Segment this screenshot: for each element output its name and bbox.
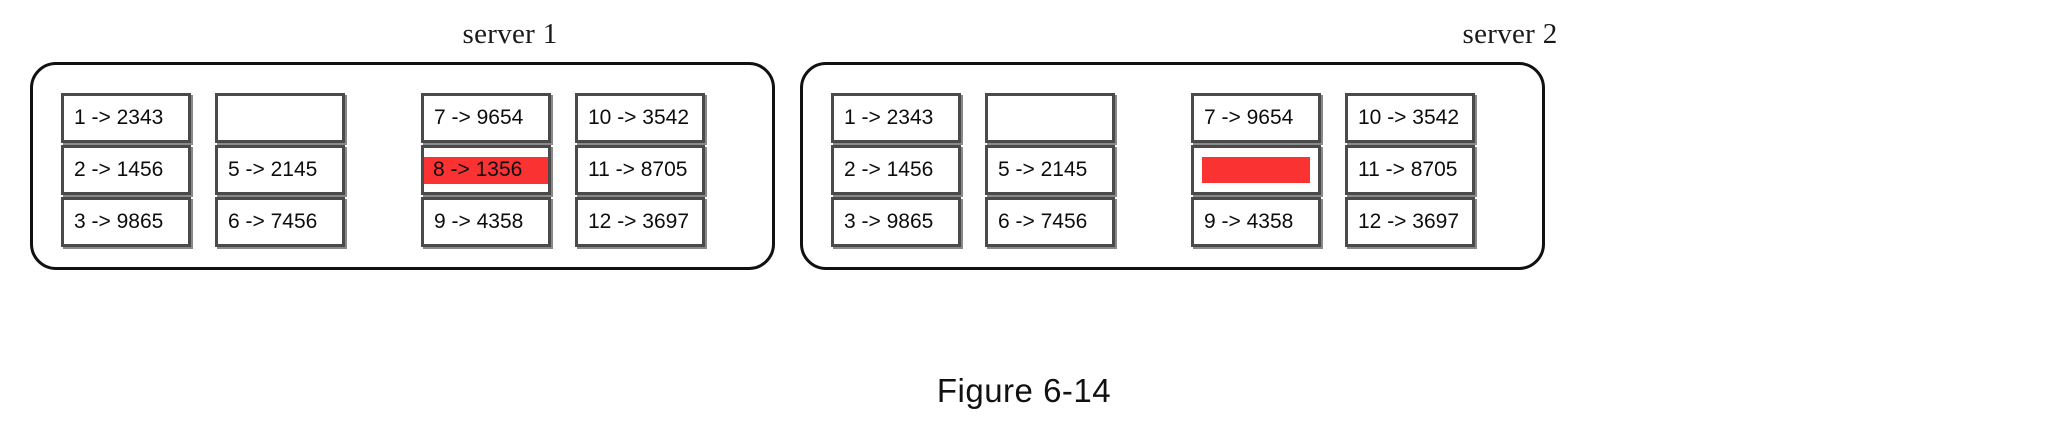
hash-entry-text: 12 -> 3697 — [1358, 210, 1460, 233]
hash-entry-text — [1202, 157, 1310, 183]
hash-bucket-1: 1 -> 2343 2 -> 1456 3 -> 9865 — [831, 93, 961, 247]
hash-cell: 12 -> 3697 — [1345, 197, 1475, 247]
figure-caption: Figure 6-14 — [936, 372, 1112, 409]
hash-entry-text: 6 -> 7456 — [998, 210, 1088, 233]
hash-entry-text: 9 -> 4358 — [1204, 210, 1294, 233]
hash-bucket-3: 7 -> 9654 8 -> 1356 9 -> 4358 — [421, 93, 551, 247]
server-container-2: 1 -> 2343 2 -> 1456 3 -> 9865 5 -> 2145 6 ->… — [800, 62, 1545, 270]
hash-entry-text: 5 -> 2145 — [228, 158, 318, 181]
hash-bucket-2: 5 -> 2145 6 -> 7456 — [985, 93, 1115, 247]
hash-cell: 5 -> 2145 — [985, 145, 1115, 195]
hash-cell: 9 -> 4358 — [421, 197, 551, 247]
server-label-1: server 1 — [462, 18, 558, 50]
hash-entry-text: 7 -> 9654 — [434, 106, 524, 129]
hash-entry-text: 2 -> 1456 — [74, 158, 164, 181]
hash-entry-text: 1 -> 2343 — [844, 106, 934, 129]
hash-cell: 2 -> 1456 — [831, 145, 961, 195]
hash-cell: 3 -> 9865 — [61, 197, 191, 247]
hash-entry-text: 3 -> 9865 — [74, 210, 164, 233]
hash-cell-empty — [985, 93, 1115, 143]
hash-entry-text: 3 -> 9865 — [844, 210, 934, 233]
hash-cell: 11 -> 8705 — [575, 145, 705, 195]
hash-bucket-4: 10 -> 3542 11 -> 8705 12 -> 3697 — [575, 93, 705, 247]
hash-entry-text: 1 -> 2343 — [74, 106, 164, 129]
hash-entry-text: 12 -> 3697 — [588, 210, 690, 233]
server-container-1: 1 -> 2343 2 -> 1456 3 -> 9865 5 -> 2145 6 ->… — [30, 62, 775, 270]
hash-entry-text: 11 -> 8705 — [1358, 158, 1458, 181]
server-label-2: server 2 — [1462, 18, 1558, 50]
hash-entry-text: 8 -> 1356 — [424, 156, 548, 184]
hash-bucket-4: 10 -> 3542 11 -> 8705 12 -> 3697 — [1345, 93, 1475, 247]
hash-entry-text: 9 -> 4358 — [434, 210, 524, 233]
hash-cell: 2 -> 1456 — [61, 145, 191, 195]
hash-cell: 1 -> 2343 — [831, 93, 961, 143]
hash-entry-text: 6 -> 7456 — [228, 210, 318, 233]
hash-entry-text: 5 -> 2145 — [998, 158, 1088, 181]
hash-bucket-3: 7 -> 9654 9 -> 4358 — [1191, 93, 1321, 247]
hash-cell: 1 -> 2343 — [61, 93, 191, 143]
hash-cell: 6 -> 7456 — [985, 197, 1115, 247]
hash-bucket-2: 5 -> 2145 6 -> 7456 — [215, 93, 345, 247]
hash-bucket-1: 1 -> 2343 2 -> 1456 3 -> 9865 — [61, 93, 191, 247]
hash-cell: 3 -> 9865 — [831, 197, 961, 247]
hash-cell: 12 -> 3697 — [575, 197, 705, 247]
hash-cell-redacted — [1191, 145, 1321, 195]
hash-cell: 11 -> 8705 — [1345, 145, 1475, 195]
hash-cell: 9 -> 4358 — [1191, 197, 1321, 247]
hash-entry-text: 10 -> 3542 — [1358, 106, 1460, 129]
hash-cell-empty — [215, 93, 345, 143]
bucket-row: 1 -> 2343 2 -> 1456 3 -> 9865 5 -> 2145 6 ->… — [803, 93, 1542, 247]
hash-entry-text: 10 -> 3542 — [588, 106, 690, 129]
hash-cell-highlighted: 8 -> 1356 — [421, 145, 551, 195]
hash-cell: 10 -> 3542 — [1345, 93, 1475, 143]
hash-entry-text: 11 -> 8705 — [588, 158, 688, 181]
hash-cell: 7 -> 9654 — [421, 93, 551, 143]
hash-cell: 5 -> 2145 — [215, 145, 345, 195]
hash-entry-text: 7 -> 9654 — [1204, 106, 1294, 129]
hash-cell: 6 -> 7456 — [215, 197, 345, 247]
hash-cell: 7 -> 9654 — [1191, 93, 1321, 143]
hash-entry-text: 2 -> 1456 — [844, 158, 934, 181]
hash-cell: 10 -> 3542 — [575, 93, 705, 143]
bucket-row: 1 -> 2343 2 -> 1456 3 -> 9865 5 -> 2145 6 ->… — [33, 93, 772, 247]
